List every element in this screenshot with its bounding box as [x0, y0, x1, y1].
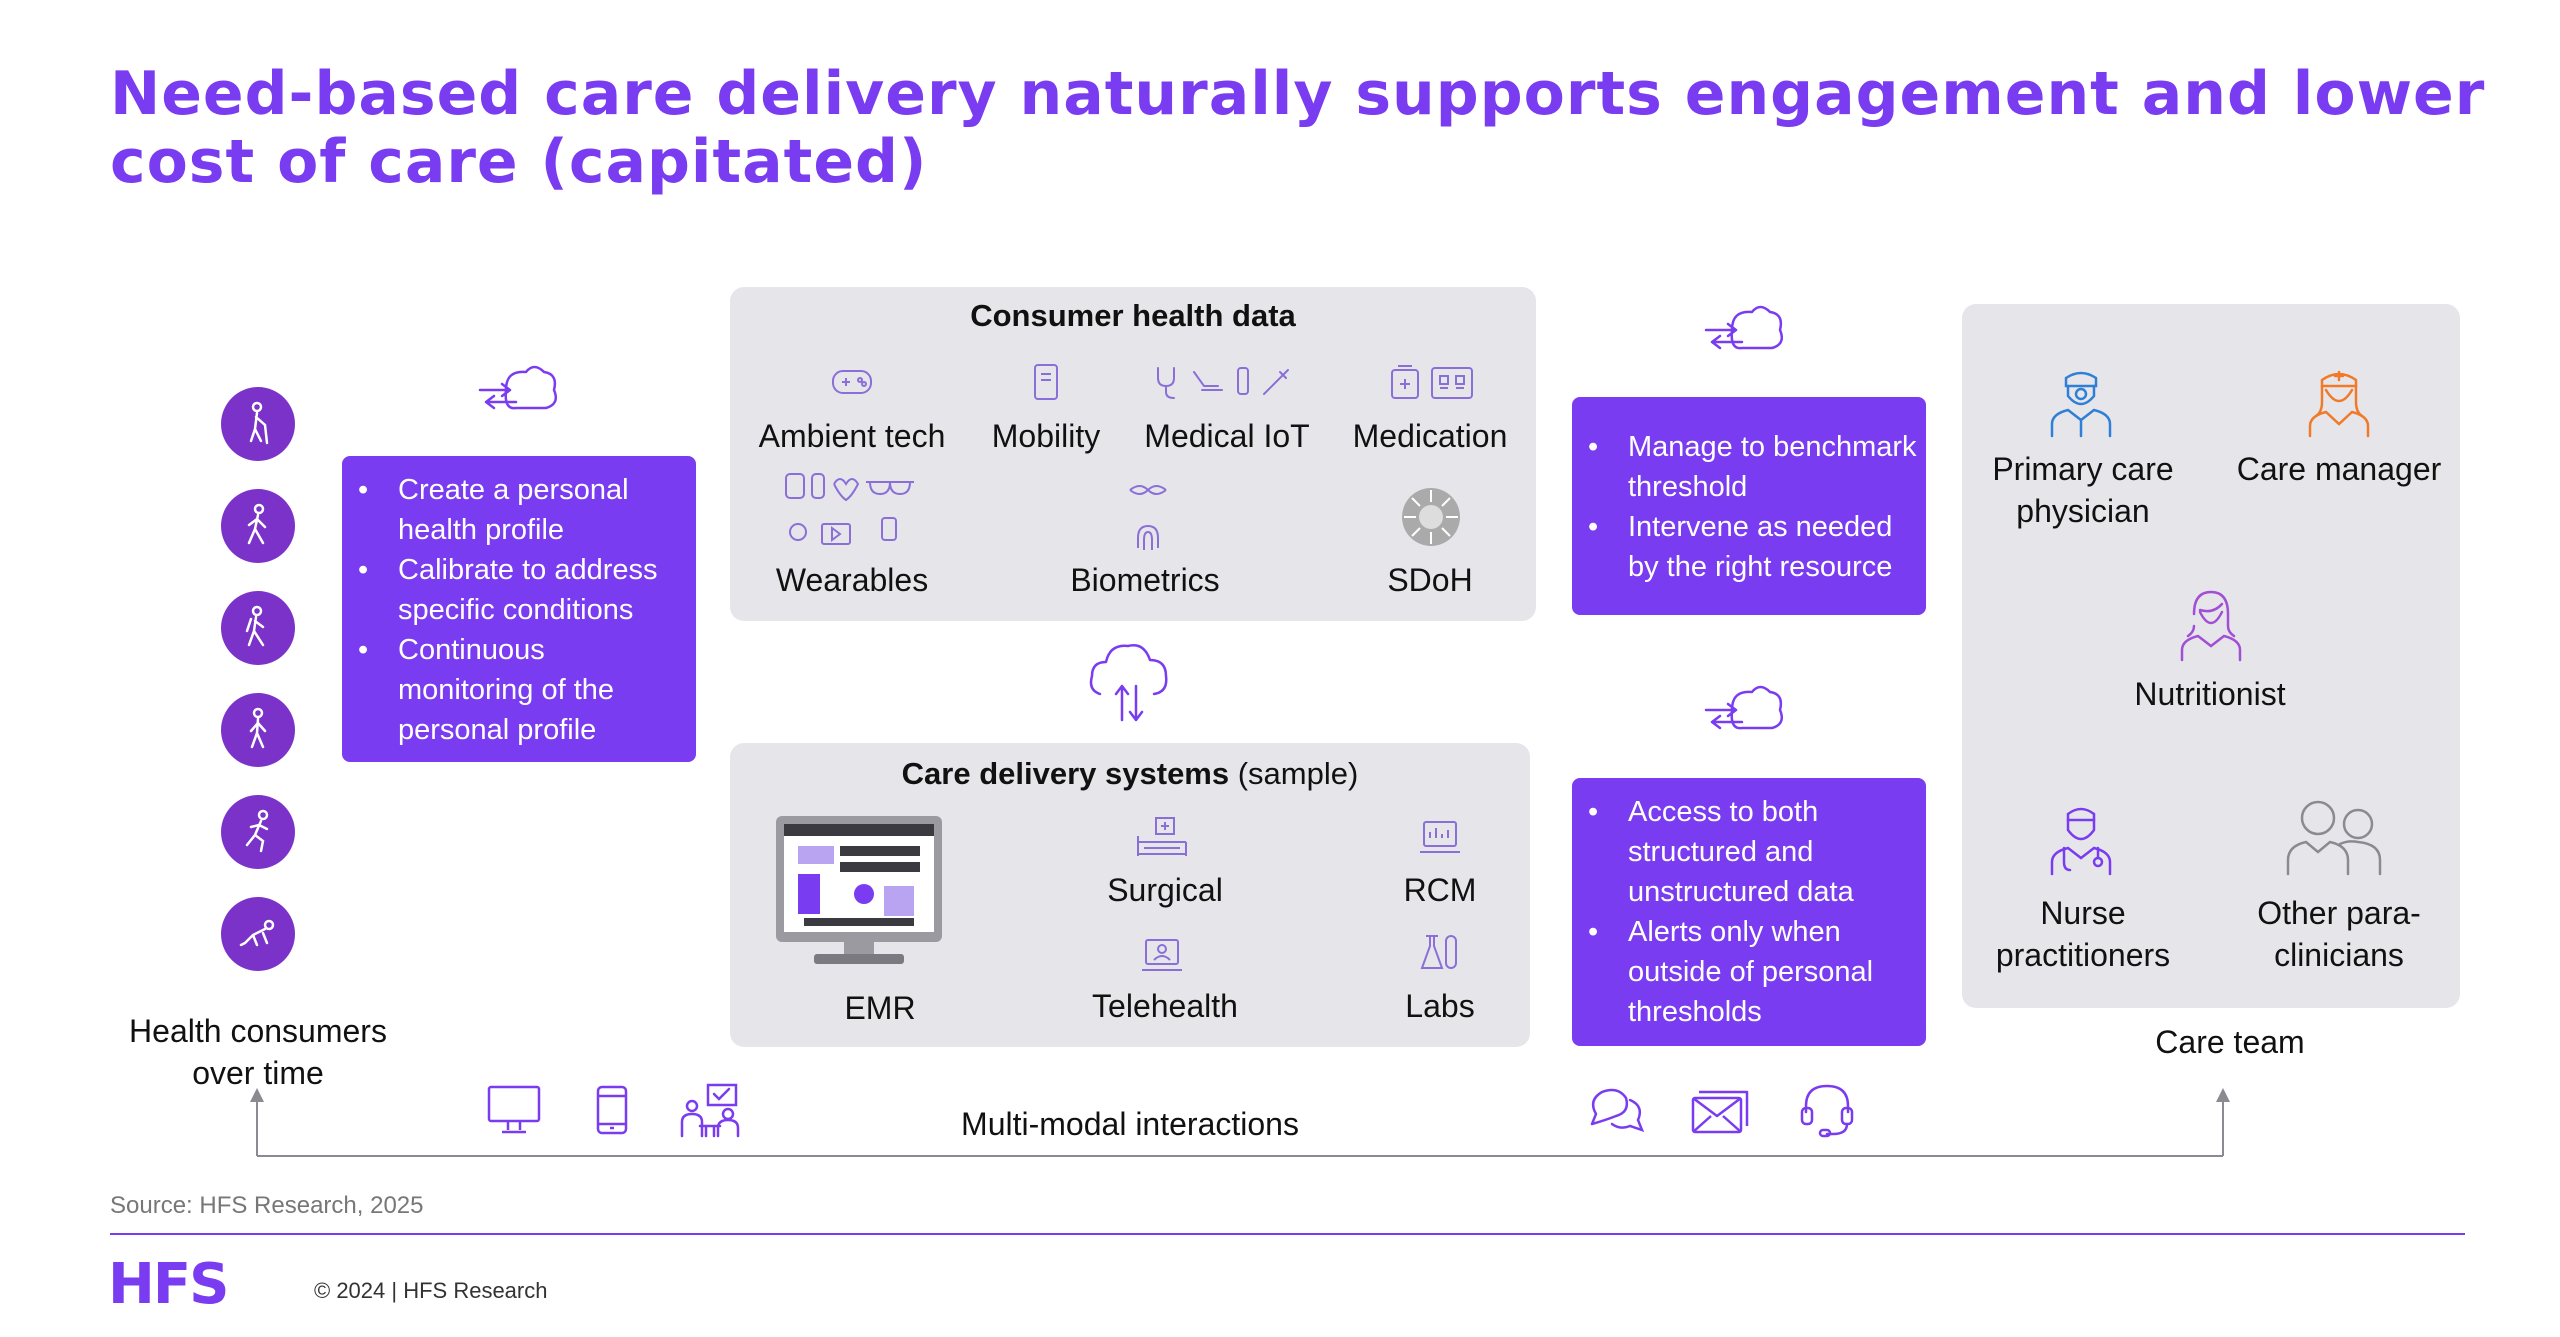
sdoh-wheel-icon: [1400, 486, 1462, 548]
system-item-telehealth: Telehealth: [1092, 988, 1238, 1024]
chat-bubbles-icon: [1586, 1084, 1644, 1136]
surgical-bed-icon: [1134, 814, 1190, 862]
physician-icon: [2044, 364, 2118, 438]
data-item-mobility: Mobility: [991, 418, 1101, 454]
interactions-label: Multi-modal interactions: [961, 1106, 1299, 1142]
in-person-meeting-icon: [680, 1082, 742, 1138]
bullet-item: Calibrate to address specific conditions: [342, 550, 686, 630]
consumer-health-data-panel: [730, 287, 1536, 621]
email-icon: [1690, 1086, 1750, 1136]
hfs-logo: HFS: [108, 1252, 229, 1317]
threshold-box: Manage to benchmark threshold Intervene …: [1572, 397, 1926, 615]
para-clinicians-icon: [2282, 796, 2392, 876]
labs-icon: [1418, 932, 1462, 976]
profile-box: Create a personal health profile Calibra…: [342, 456, 696, 762]
data-item-sdoh: SDoH: [1387, 562, 1473, 598]
headset-icon: [1798, 1082, 1856, 1138]
team-member-other-para-clinicians: Other para-clinicians: [2257, 895, 2421, 973]
care-delivery-title: Care delivery systems (sample): [901, 756, 1359, 791]
team-member-care-manager: Care manager: [2236, 451, 2442, 487]
emr-monitor-icon: [774, 814, 944, 966]
data-item-medication: Medication: [1352, 418, 1508, 454]
cloud-sync-icon: [1702, 680, 1788, 760]
access-box: Access to both structured and unstructur…: [1572, 778, 1926, 1046]
interaction-connector: [250, 1088, 2230, 1157]
hiking-person-icon: [221, 591, 295, 665]
copyright-text: © 2024 | HFS Research: [314, 1278, 548, 1303]
data-item-biometrics: Biometrics: [1070, 562, 1220, 598]
medication-icon: [1388, 362, 1478, 402]
consumers-label: Health consumers over time: [129, 1013, 387, 1091]
bullet-item: Continuous monitoring of the personal pr…: [342, 630, 686, 750]
walking-person-icon: [221, 693, 295, 767]
dna-fingerprint-icon: [1126, 482, 1170, 558]
desktop-monitor-icon: [486, 1084, 542, 1136]
team-member-nurse-practitioners: Nurse practitioners: [1995, 895, 2171, 973]
crawling-baby-icon: [221, 897, 295, 971]
data-item-wearables: Wearables: [775, 562, 929, 598]
system-item-surgical: Surgical: [1107, 872, 1223, 908]
system-item-emr: EMR: [844, 990, 916, 1026]
bullet-item: Create a personal health profile: [342, 470, 686, 550]
rcm-laptop-icon: [1418, 818, 1462, 858]
gamepad-icon: [830, 365, 874, 399]
telehealth-laptop-icon: [1140, 936, 1184, 976]
bullet-item: Alerts only when outside of personal thr…: [1572, 912, 1918, 1032]
cloud-sync-icon: [476, 360, 562, 440]
team-member-nutritionist: Nutritionist: [2134, 676, 2286, 712]
consumer-health-data-title: Consumer health data: [970, 298, 1296, 333]
page-title: Need-based care delivery naturally suppo…: [110, 59, 2486, 197]
care-manager-icon: [2302, 364, 2376, 438]
medical-devices-icon: [1152, 362, 1302, 402]
care-team-panel: [1962, 304, 2460, 1008]
team-member-primary-care-physician: Primary care physician: [1992, 451, 2174, 529]
cloud-sync-icon: [1702, 300, 1788, 380]
data-item-ambient-tech: Ambient tech: [758, 418, 946, 454]
elderly-walker-icon: [221, 387, 295, 461]
bullet-item: Access to both structured and unstructur…: [1572, 792, 1918, 912]
smartphone-icon: [594, 1084, 630, 1136]
footer-divider: [110, 1233, 2465, 1235]
nutritionist-icon: [2174, 588, 2248, 662]
cloud-transfer-icon: [1086, 638, 1172, 724]
wearables-icon: [782, 470, 922, 550]
care-team-label: Care team: [2155, 1024, 2305, 1060]
bullet-item: Manage to benchmark threshold: [1572, 427, 1918, 507]
mobile-device-icon: [1030, 362, 1062, 402]
bullet-item: Intervene as needed by the right resourc…: [1572, 507, 1918, 587]
nurse-practitioner-icon: [2044, 800, 2118, 876]
system-item-labs: Labs: [1405, 988, 1475, 1024]
running-person-icon: [221, 795, 295, 869]
walking-person-icon: [221, 489, 295, 563]
system-item-rcm: RCM: [1403, 872, 1477, 908]
data-item-medical-iot: Medical IoT: [1144, 418, 1310, 454]
source-note: Source: HFS Research, 2025: [110, 1192, 424, 1219]
